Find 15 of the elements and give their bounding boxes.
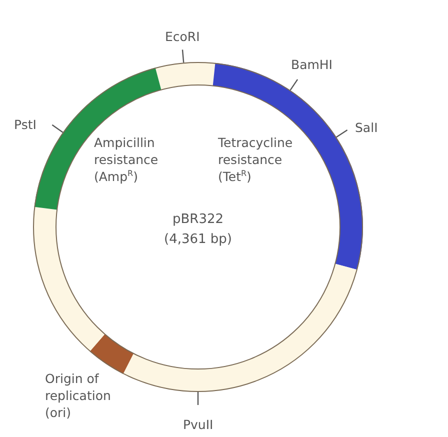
leader-line <box>290 79 298 91</box>
gene-label: Tetracycline resistance (Tet$^{R}$) <box>218 134 294 185</box>
plasmid-size: (4,361 bp) <box>164 232 232 247</box>
leader-line <box>52 124 64 133</box>
plasmid-name: pBR322 <box>172 212 224 227</box>
restriction-site-label: PvuII <box>183 416 214 433</box>
restriction-site-label: PstI <box>14 116 36 133</box>
leader-line <box>182 50 184 63</box>
restriction-site-label: EcoRI <box>165 28 200 45</box>
leader-line <box>336 130 348 138</box>
leader-line <box>197 392 199 405</box>
restriction-site-label: BamHI <box>291 56 332 73</box>
gene-label: Ampicillin resistance (Amp$^{R}$) <box>94 134 160 185</box>
origin-label: Origin of replication (ori) <box>45 370 112 421</box>
restriction-site-label: SalI <box>355 119 378 136</box>
